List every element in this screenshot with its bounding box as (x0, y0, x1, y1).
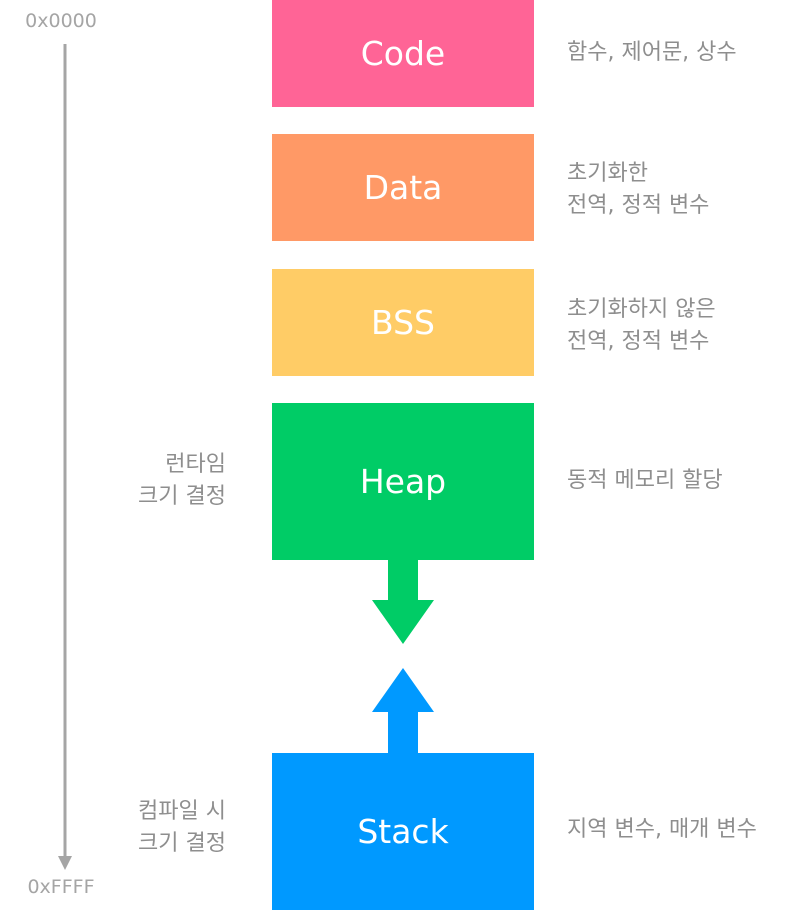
segment-stack: Stack (272, 753, 534, 910)
segment-bss-label: BSS (371, 303, 435, 342)
address-end-label: 0xFFFF (27, 876, 95, 898)
segment-bss: BSS (272, 269, 534, 376)
segment-data-description: 초기화한 전역, 정적 변수 (567, 161, 710, 218)
segment-heap: Heap (272, 403, 534, 560)
segment-stack-label: Stack (357, 812, 449, 851)
compile-size-note: 컴파일 시 크기 결정 (138, 799, 226, 856)
segment-data-label: Data (363, 168, 443, 207)
segment-heap-description: 동적 메모리 할당 (567, 468, 723, 493)
heap-growth-arrow (372, 559, 434, 644)
address-start-label: 0x0000 (25, 10, 97, 32)
segment-code-label: Code (360, 34, 446, 73)
segment-code: Code (272, 0, 534, 107)
segment-stack-description: 지역 변수, 매개 변수 (567, 817, 757, 842)
segment-data: Data (272, 134, 534, 241)
segment-bss-description: 초기화하지 않은 전역, 정적 변수 (567, 297, 716, 354)
segment-heap-label: Heap (359, 462, 447, 501)
runtime-size-note: 런타임 크기 결정 (138, 452, 226, 509)
segment-code-description: 함수, 제어문, 상수 (567, 40, 737, 65)
address-axis-arrowhead (58, 856, 72, 870)
stack-growth-arrow (372, 668, 434, 754)
